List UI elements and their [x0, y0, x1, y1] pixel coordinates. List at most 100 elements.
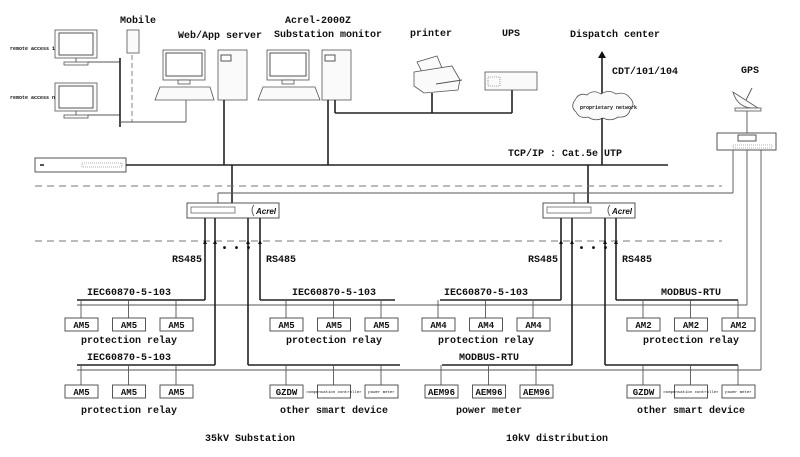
device-box	[674, 384, 708, 399]
device-label: AEM96	[428, 388, 455, 398]
mobile-label: Mobile	[120, 15, 156, 27]
device-label: AM2	[683, 321, 699, 331]
core-switch-icon	[34, 157, 127, 173]
group-label: protection relay	[81, 405, 177, 417]
device-label: AM4	[478, 321, 495, 331]
protocol-label: MODBUS-RTU	[459, 353, 519, 364]
device-label: AEM96	[475, 388, 502, 398]
mobile-phone-icon	[126, 29, 140, 54]
arrow-icon	[614, 240, 618, 244]
device-label: AM5	[168, 388, 184, 398]
zone-label-35kv: 35kV Substation	[205, 433, 295, 445]
device-label: power meter	[725, 390, 752, 395]
zone-label-10kv: 10kV distribution	[506, 433, 608, 445]
device-box	[317, 317, 351, 332]
device-box	[519, 384, 554, 399]
arrow-up-icon	[598, 51, 606, 58]
arrow-icon	[258, 240, 262, 244]
device-box	[159, 317, 194, 332]
remote-access-1-label: remote access 1	[10, 46, 55, 52]
device-label: AM4	[525, 321, 542, 331]
group-label: protection relay	[286, 335, 382, 347]
device-box	[469, 317, 503, 332]
device-box	[159, 384, 194, 399]
group-label: other smart device	[637, 405, 745, 417]
arrow-icon	[603, 240, 607, 244]
protocol-label: IEC60870-5-103	[444, 288, 528, 299]
device-label: AM5	[73, 388, 89, 398]
ellipsis: • • •	[222, 244, 252, 255]
acrel-logo-icon	[607, 204, 611, 217]
remote-access-n-monitor-icon	[54, 82, 98, 119]
device-label: AM5	[373, 321, 389, 331]
device-label: AM5	[121, 388, 137, 398]
group-label: protection relay	[643, 335, 739, 347]
rs485-label: RS485	[528, 255, 558, 266]
device-box	[364, 317, 399, 332]
printer-icon	[413, 55, 463, 94]
device-box	[721, 384, 756, 399]
device-label: AM2	[635, 321, 651, 331]
rs485-label: RS485	[172, 255, 202, 266]
device-box	[472, 384, 506, 399]
device-label: AM2	[730, 321, 746, 331]
rs485-label: RS485	[266, 255, 296, 266]
remote-access-1-monitor-icon	[54, 29, 98, 66]
protocol-label: IEC60870-5-103	[87, 288, 171, 299]
device-label: AM5	[326, 321, 342, 331]
gps-dish-icon	[732, 87, 762, 112]
device-box	[421, 317, 456, 332]
group-label: protection relay	[438, 335, 534, 347]
device-box	[626, 384, 661, 399]
serial-ports-icon	[190, 206, 236, 214]
protocol-label: MODBUS-RTU	[661, 288, 721, 299]
arrow-icon	[203, 240, 207, 244]
group-label: protection relay	[81, 335, 177, 347]
protocol-label: IEC60870-5-103	[292, 288, 376, 299]
device-box	[269, 384, 304, 399]
arrow-icon	[246, 240, 250, 244]
arrow-icon	[559, 240, 563, 244]
device-box	[721, 317, 756, 332]
serial-ports-icon	[546, 206, 592, 214]
device-label: compensation controller	[306, 390, 362, 395]
device-label: AEM96	[523, 388, 550, 398]
substation-monitor-label: Substation monitor	[274, 29, 382, 41]
dispatch-center-label: Dispatch center	[570, 29, 660, 41]
ups-label: UPS	[502, 29, 520, 40]
rs485-label: RS485	[622, 255, 652, 266]
gps-receiver-icon	[716, 132, 777, 151]
device-box	[64, 317, 99, 332]
ups-icon	[484, 71, 538, 91]
device-box	[64, 384, 99, 399]
ellipsis: • • •	[579, 244, 609, 255]
device-box	[364, 384, 399, 399]
device-box	[424, 384, 459, 399]
device-box	[269, 317, 304, 332]
acrel-2000z-label: Acrel-2000Z	[285, 15, 351, 27]
protocol-label: IEC60870-5-103	[87, 353, 171, 364]
gps-label: GPS	[741, 66, 759, 77]
device-label: GZDW	[276, 388, 298, 398]
device-label: AM4	[430, 321, 447, 331]
group-label: other smart device	[280, 405, 388, 417]
substation-monitor-computer-icon	[257, 49, 352, 101]
group-label: power meter	[456, 406, 522, 417]
device-box	[626, 317, 661, 332]
acrel-logo: Acrel	[611, 207, 633, 216]
device-box	[112, 317, 146, 332]
dispatch-protocol-label: CDT/101/104	[612, 66, 678, 78]
cloud-label: proprietary network	[580, 105, 637, 111]
device-label: power meter	[368, 390, 395, 395]
device-box	[674, 317, 708, 332]
device-box	[112, 384, 146, 399]
bus-label: TCP/IP : Cat.5e UTP	[508, 148, 622, 160]
arrow-icon	[570, 240, 574, 244]
web-server-computer-icon	[154, 49, 248, 101]
acrel-logo-icon	[251, 204, 255, 217]
cloud-icon	[572, 91, 634, 121]
device-label: compensation controller	[663, 390, 719, 395]
device-label: AM5	[121, 321, 137, 331]
